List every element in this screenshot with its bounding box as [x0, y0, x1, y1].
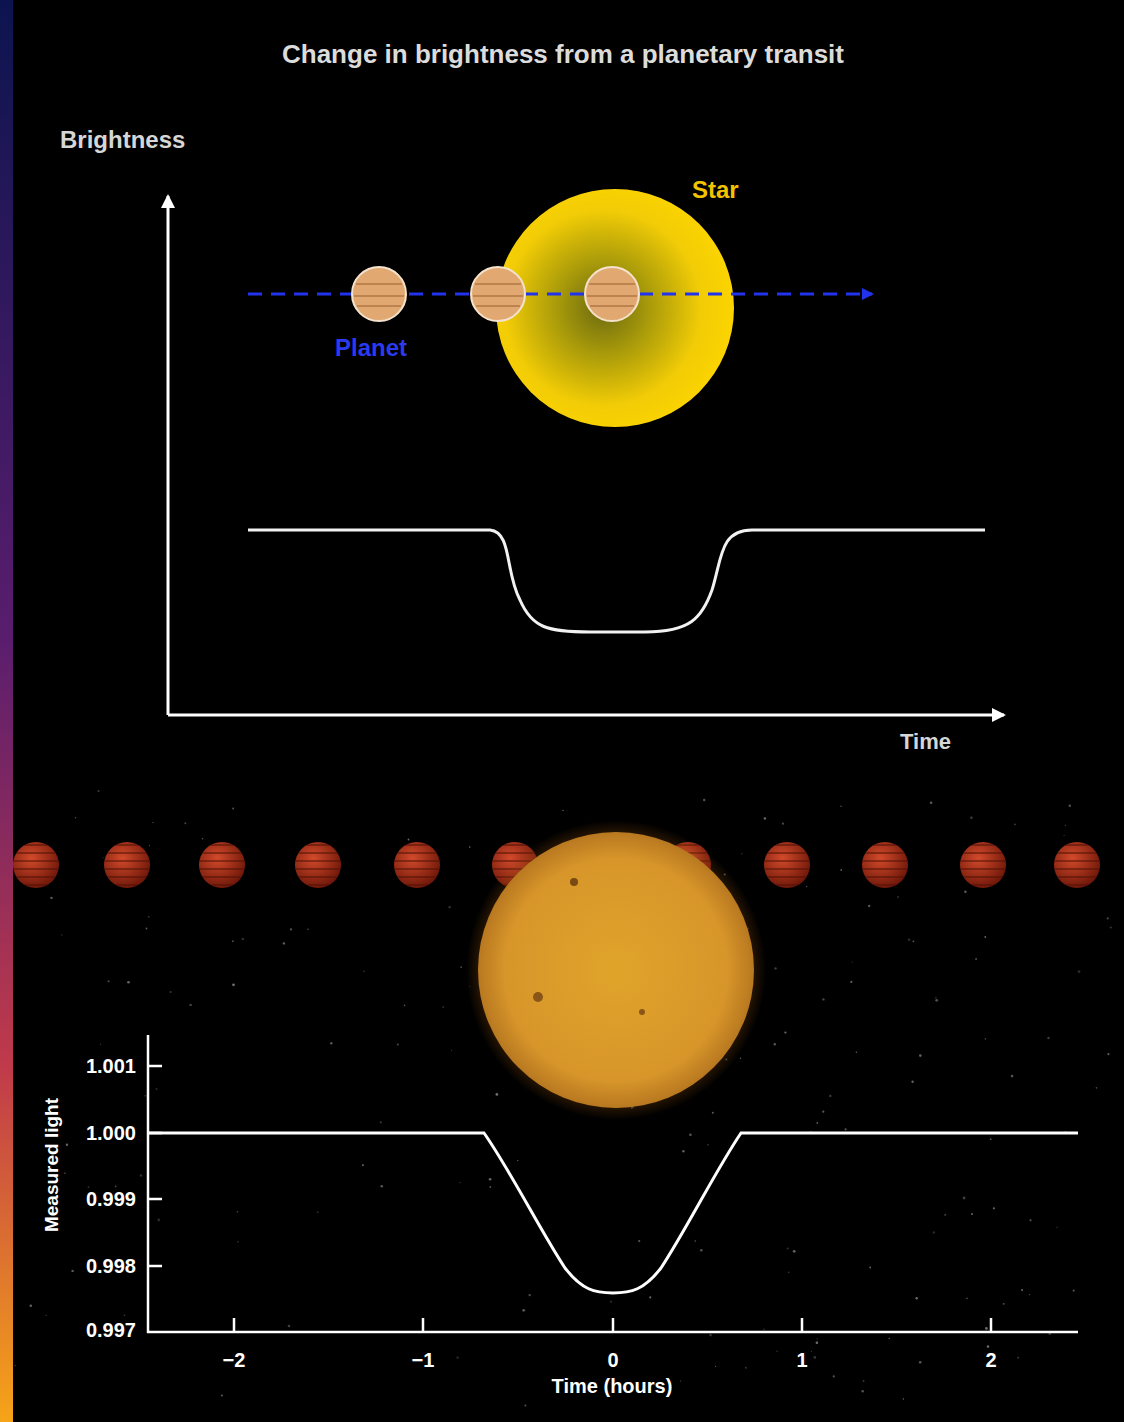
planet-icons	[352, 267, 639, 321]
tick-label: 1.000	[86, 1122, 136, 1145]
star-label: Star	[692, 176, 739, 204]
tick-label: 0	[607, 1349, 618, 1372]
tick-label: −2	[223, 1349, 246, 1372]
axis-label: Time (hours)	[552, 1375, 673, 1398]
axis-label: Time	[900, 729, 951, 755]
tick-label: 0.999	[86, 1188, 136, 1211]
tick-label: 0.998	[86, 1255, 136, 1278]
planet-label: Planet	[335, 334, 407, 362]
panel-title: Change in brightness from a planetary tr…	[282, 39, 844, 70]
axis-label: Measured light	[41, 1098, 63, 1232]
axis-label: Brightness	[60, 126, 185, 154]
tick-label: 1	[796, 1349, 807, 1372]
tick-label: 0.997	[86, 1319, 136, 1342]
tick-label: 1.001	[86, 1055, 136, 1078]
tick-label: −1	[412, 1349, 435, 1372]
tick-label: 2	[985, 1349, 996, 1372]
